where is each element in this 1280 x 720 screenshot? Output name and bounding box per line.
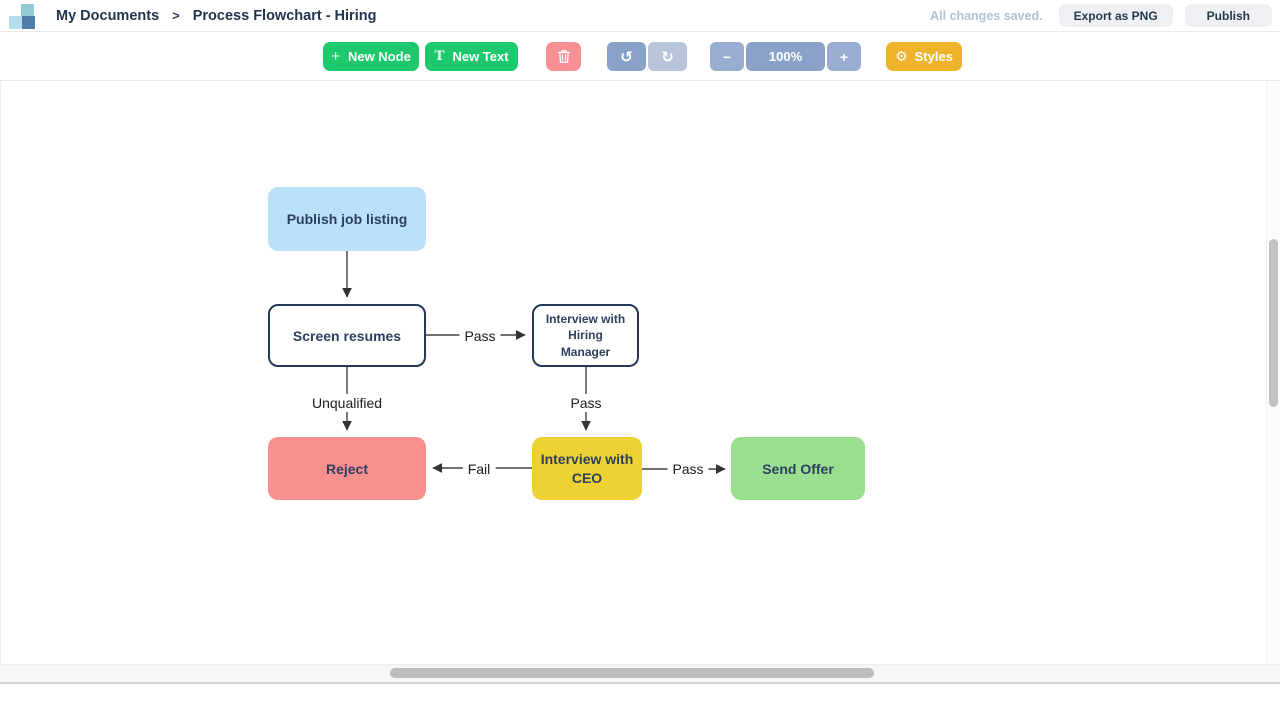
vertical-scrollbar-thumb[interactable] [1269,239,1278,407]
app-logo-icon [8,2,42,29]
logo-square-teal [21,4,34,17]
breadcrumb-my-documents[interactable]: My Documents [56,7,160,24]
node-interview-hiring-manager[interactable]: Interview with Hiring Manager [532,304,639,367]
zoom-in-button[interactable]: + [827,42,861,71]
document-title[interactable]: Process Flowchart - Hiring [192,7,377,24]
app-header: My Documents > Process Flowchart - Hirin… [0,0,1280,32]
zoom-out-button[interactable]: − [710,42,744,71]
edge-label-fail[interactable]: Fail [462,460,496,478]
new-text-button[interactable]: T New Text [425,42,518,71]
node-publish-job-listing[interactable]: Publish job listing [268,187,426,251]
undo-button[interactable]: ↺ [607,42,646,71]
logo-square-light [9,16,22,29]
edge-label-pass-hm[interactable]: Pass [565,394,607,412]
node-reject[interactable]: Reject [268,437,426,500]
new-node-button[interactable]: + New Node [323,42,419,71]
node-send-offer[interactable]: Send Offer [731,437,865,500]
delete-button[interactable] [546,42,581,71]
flowchart-canvas[interactable]: Publish job listing Screen resumes Inter… [0,81,1280,664]
horizontal-scrollbar-track[interactable] [0,664,1280,682]
redo-icon: ↻ [661,47,674,66]
styles-label: Styles [914,49,953,64]
new-text-label: New Text [452,49,509,64]
text-icon: T [434,48,445,64]
node-screen-resumes[interactable]: Screen resumes [268,304,426,367]
node-interview-ceo[interactable]: Interview with CEO [532,437,642,500]
gear-icon: ⚙ [895,48,908,65]
new-node-label: New Node [347,49,411,64]
edge-label-pass-ceo[interactable]: Pass [667,460,709,478]
publish-button[interactable]: Publish [1184,4,1272,27]
plus-icon: + [839,48,849,65]
edge-label-pass-screen[interactable]: Pass [459,327,501,345]
logo-square-dark [22,16,35,29]
export-png-button[interactable]: Export as PNG [1058,4,1173,27]
flowchart-edges [342,251,726,474]
horizontal-scrollbar-thumb[interactable] [390,668,874,678]
redo-button[interactable]: ↻ [648,42,687,71]
plus-icon: + [331,48,340,65]
minus-icon: − [722,48,732,65]
vertical-scrollbar-track[interactable] [1266,81,1280,664]
canvas-bottom-edge [0,682,1280,684]
edge-label-unqualified[interactable]: Unqualified [306,394,388,412]
trash-icon [557,50,570,63]
styles-button[interactable]: ⚙ Styles [886,42,962,71]
chevron-right-icon: > [172,8,180,23]
zoom-level-display: 100% [746,42,825,71]
save-status-text: All changes saved. [930,8,1043,23]
undo-icon: ↺ [620,47,633,66]
editor-toolbar: + New Node T New Text ↺ ↻ − 100% + ⚙ Sty… [0,32,1280,81]
